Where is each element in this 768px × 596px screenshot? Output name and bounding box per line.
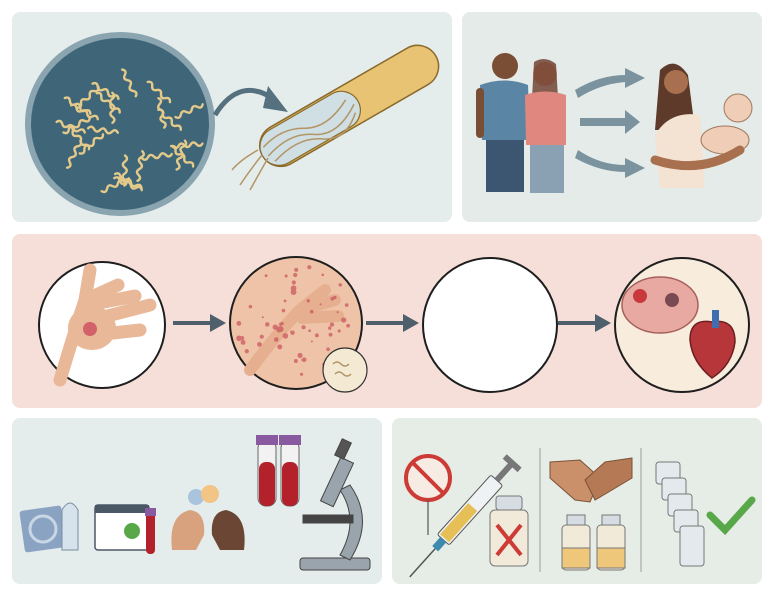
handshake-icon [549,457,633,503]
rash-spot [244,349,249,354]
rash-spot [290,330,293,333]
brain-heart-icon [614,257,750,393]
spirochete-icon [91,81,120,101]
rash-spot [314,333,319,338]
mother-baby-icon [650,63,753,188]
rash-spot [309,309,314,314]
rash-spot [333,295,337,300]
rash-spot [301,357,307,363]
rash-spot [259,334,264,339]
rash-spot [319,303,322,306]
spirochete-icon [174,103,204,120]
spirochete-icon [146,80,172,104]
rash-spot [264,274,268,278]
vial [679,525,705,567]
conversation-icon [171,485,245,550]
empty-stage-circle [422,257,558,393]
rash-spot [307,265,312,270]
spirochete-icon [171,141,204,150]
rash-spot [294,267,299,272]
spirochete-icon [100,177,130,194]
rash-spot [265,322,270,327]
rash-spot [301,325,306,330]
rash-spot [283,299,287,303]
rash-spot [328,332,333,337]
rash-spot [301,358,304,362]
calendar-check-icon [94,504,156,554]
crossed-vial-icon [489,495,529,567]
spirochete-icon [78,133,105,155]
spirochete-icon [135,150,145,183]
rash-spot [308,329,311,333]
condom-icon [19,502,79,553]
rash-icon [229,256,368,393]
spirochete-icon [140,152,173,161]
rash-spot [326,347,330,352]
rash-spot [297,352,303,358]
rash-spot [273,337,279,342]
panel-treatment [392,418,762,584]
rash-spot [277,344,283,350]
spirochete-cell-icon [231,44,440,191]
rash-spot [279,322,283,326]
rash-spot [236,335,242,342]
spirochete-icon [95,91,121,114]
rash-spot [293,359,298,364]
rash-spot [277,326,284,332]
rash-spot [293,272,298,278]
syringe-icon [409,454,522,578]
rash-spot [284,274,288,278]
no-bacteria-icon [404,454,452,535]
spirochete-icon [62,116,91,135]
couple-icon [476,53,566,193]
vials-icon [561,461,705,571]
rash-spot [282,333,289,339]
rash-spot [299,372,304,376]
rash-spot [281,308,286,313]
rash-spot [310,340,313,343]
spirochete-icon [169,144,195,168]
rash-spot [306,299,310,303]
transmission-arrow-icon [575,68,645,178]
stage-arrow-icon [173,314,611,332]
rash-spot [236,321,242,326]
curved-arrow-head [263,86,288,112]
rash-spot [344,303,349,307]
spirochete-icon [67,125,91,151]
rash-spot [329,322,335,327]
spirochete-icon [156,96,167,129]
rash-spot [328,326,332,330]
petri-dish-icon [25,32,215,216]
rash-spot [321,273,325,277]
rash-spot [343,318,346,322]
rash-spot [337,329,341,333]
spirochete-icon [120,68,138,98]
checkmark-icon [706,496,756,536]
rash-spot [261,316,264,319]
spirochete-icon [86,125,120,135]
microscope-icon [299,438,371,571]
rash-spot [291,280,296,285]
spirochete-icon [65,139,83,169]
rash-spot [240,339,246,345]
blood-tube-icon [256,435,301,507]
rash-spot [248,304,253,309]
rash-spot [346,323,351,328]
spirochete-icon [75,85,100,109]
rash-spot [272,324,278,330]
rash-spot [336,311,339,314]
rash-spot [290,285,297,292]
hand-chancre-icon [38,261,166,389]
rash-spot [257,341,262,347]
rash-spot [338,283,343,287]
